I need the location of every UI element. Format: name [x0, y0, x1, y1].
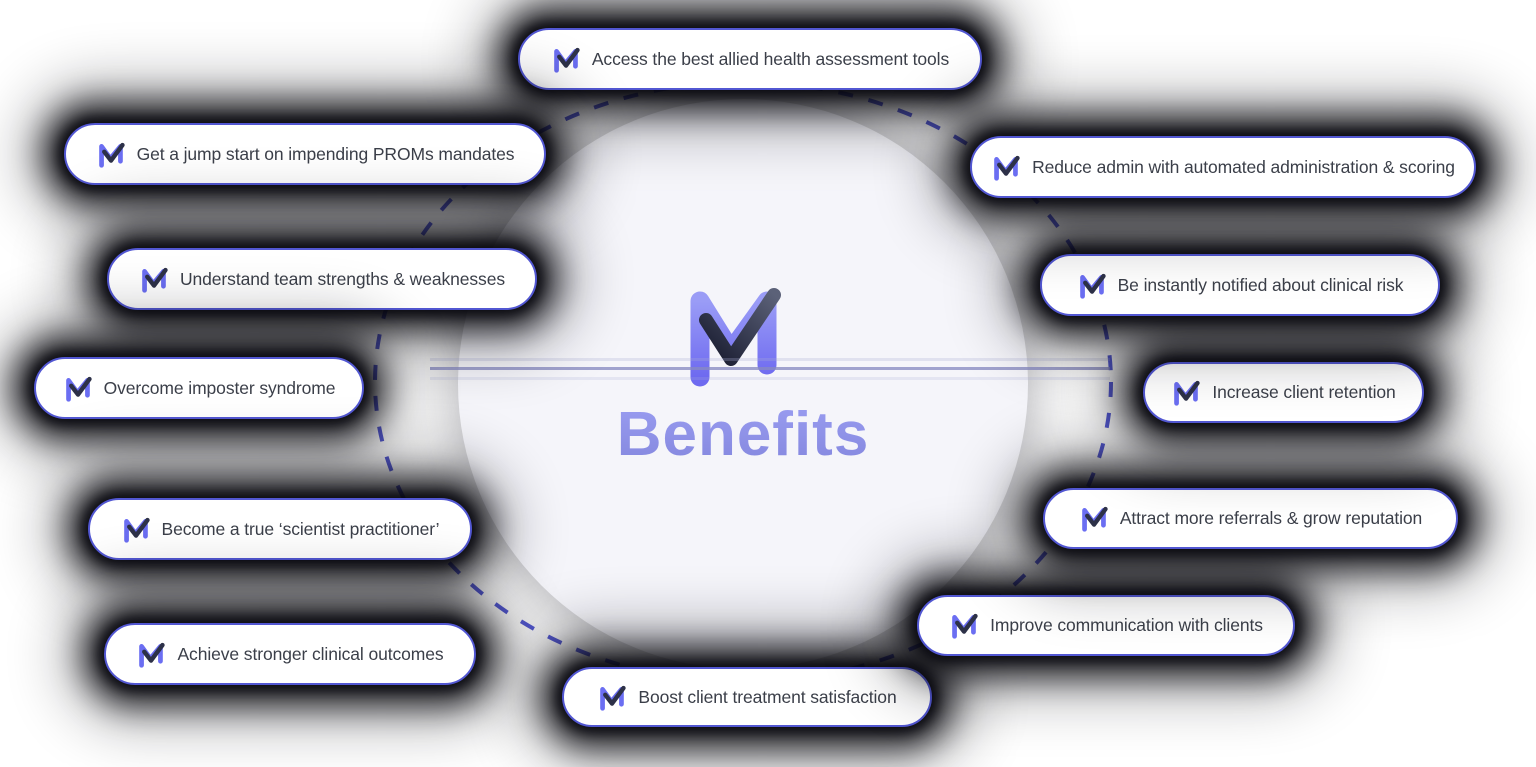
benefit-label: Be instantly notified about clinical ris… — [1117, 274, 1404, 295]
center-heading: Benefits — [458, 399, 1028, 470]
benefit-badge-treatment-satisfaction: Boost client treatment satisfaction — [562, 667, 932, 727]
benefit-label: Achieve stronger clinical outcomes — [177, 643, 444, 664]
benefit-label: Increase client retention — [1212, 382, 1396, 402]
benefit-label: Get a jump start on impending PROMs mand… — [136, 143, 515, 164]
brand-logo-icon — [121, 516, 151, 543]
benefit-badge-imposter-syndrome: Overcome imposter syndrome — [34, 357, 364, 419]
brand-logo-icon — [1079, 505, 1109, 532]
benefit-label: Reduce admin with automated administrati… — [1032, 156, 1455, 177]
benefit-badge-clinical-outcomes: Achieve stronger clinical outcomes — [104, 623, 476, 685]
benefit-badge-client-communication: Improve communication with clients — [917, 595, 1295, 656]
benefit-badge-client-retention: Increase client retention — [1143, 362, 1424, 423]
brand-logo-icon — [139, 266, 169, 293]
brand-logo-icon — [1077, 272, 1107, 299]
center-circle: Benefits — [458, 99, 1028, 669]
brand-logo-icon — [1171, 379, 1201, 406]
benefit-badge-clinical-risk: Be instantly notified about clinical ris… — [1040, 254, 1440, 316]
benefit-label: Understand team strengths & weaknesses — [180, 268, 505, 289]
benefit-label: Overcome imposter syndrome — [103, 377, 336, 398]
brand-logo-icon — [597, 684, 627, 711]
benefit-badge-proms-mandates: Get a jump start on impending PROMs mand… — [64, 123, 546, 185]
horizontal-artifact-line — [430, 367, 1110, 370]
brand-logo-icon — [63, 375, 93, 402]
brand-logo-icon — [96, 141, 126, 168]
brand-logo-icon — [949, 612, 979, 639]
benefit-badge-access-tools: Access the best allied health assessment… — [518, 28, 982, 90]
brand-logo-icon — [991, 154, 1021, 181]
brand-logo-icon — [136, 641, 166, 668]
benefit-label: Improve communication with clients — [990, 615, 1263, 635]
benefit-badge-team-strengths: Understand team strengths & weaknesses — [107, 248, 537, 310]
brand-logo-icon — [551, 46, 581, 73]
benefit-badge-scientist-practitioner: Become a true ‘scientist practitioner’ — [88, 498, 472, 560]
benefit-badge-referrals-reputation: Attract more referrals & grow reputation — [1043, 488, 1458, 549]
benefit-label: Attract more referrals & grow reputation — [1119, 508, 1423, 528]
benefit-badge-reduce-admin: Reduce admin with automated administrati… — [970, 136, 1476, 198]
brand-logo-icon — [690, 288, 781, 387]
benefit-label: Boost client treatment satisfaction — [638, 686, 897, 707]
benefit-label: Become a true ‘scientist practitioner’ — [161, 518, 440, 539]
benefit-label: Access the best allied health assessment… — [591, 48, 950, 69]
